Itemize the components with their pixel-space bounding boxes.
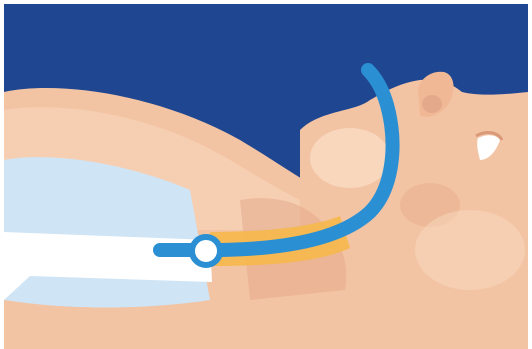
nostril [422, 95, 442, 113]
neck-blob [415, 210, 525, 290]
right-margin [528, 0, 532, 349]
tube-connector-ring-icon [192, 237, 220, 265]
top-margin [0, 0, 532, 4]
left-margin [0, 0, 4, 349]
cheek [310, 128, 390, 188]
